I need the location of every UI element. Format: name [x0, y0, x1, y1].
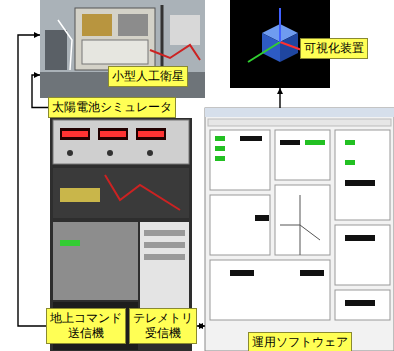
- instrument: [170, 15, 200, 45]
- instrument: [53, 222, 138, 300]
- device-label: 地上コマンド 送信機: [46, 308, 126, 344]
- board: [82, 40, 148, 64]
- software-screenshot: [205, 108, 394, 351]
- knob: [67, 150, 73, 156]
- led-display: [136, 128, 166, 140]
- panel: [335, 130, 390, 220]
- module: [60, 188, 100, 202]
- photo-backdrop: [40, 0, 205, 98]
- led-display: [98, 128, 128, 140]
- diagram-line: [280, 225, 320, 240]
- satellite-photo: [40, 0, 205, 98]
- panel: [210, 260, 330, 320]
- panel-slot: [144, 254, 185, 260]
- wire: [150, 45, 200, 60]
- title-bar: [205, 108, 394, 117]
- panel: [210, 130, 270, 190]
- panel: [335, 225, 390, 285]
- panel: [335, 290, 390, 320]
- knob: [147, 150, 153, 156]
- panel: [275, 185, 330, 255]
- photo-caption: 可視化装置: [300, 38, 368, 59]
- readout: [280, 140, 300, 145]
- device-name: テレメトリ 受信機: [133, 311, 193, 341]
- panel-slot: [144, 230, 185, 236]
- board: [118, 14, 148, 36]
- gold-panel: [82, 14, 112, 36]
- led-digits: [100, 131, 126, 137]
- instrument: [45, 30, 67, 70]
- satellite-photo: 小型人工衛星: [40, 0, 205, 98]
- panel: [210, 195, 270, 255]
- led-digits: [62, 131, 88, 137]
- satellite-body: [75, 8, 155, 70]
- cable: [105, 175, 180, 210]
- indicator: [345, 140, 355, 145]
- photo-caption: 小型人工衛星: [108, 66, 188, 87]
- connector-arrow: [32, 75, 48, 108]
- readout: [255, 215, 269, 221]
- device-name: 地上コマンド 送信機: [50, 311, 122, 341]
- indicator: [305, 140, 325, 145]
- knob: [107, 150, 113, 156]
- axis-line: [248, 42, 280, 62]
- photo-caption: 運用ソフトウェア: [248, 332, 352, 351]
- panel: [275, 130, 330, 180]
- instrument: [53, 168, 189, 218]
- readout: [345, 300, 375, 306]
- connector-arrow: [18, 35, 46, 326]
- indicator: [60, 240, 80, 246]
- software-screenshot: 運用ソフトウェア: [205, 108, 394, 351]
- readout: [345, 180, 375, 186]
- rack: [50, 118, 192, 351]
- indicator: [215, 146, 225, 151]
- tab-strip: [208, 119, 391, 126]
- connector-arrow: [197, 325, 205, 326]
- led-digits: [138, 131, 164, 137]
- wire: [58, 20, 72, 70]
- panel-slot: [144, 242, 185, 248]
- stand-pole: [161, 5, 164, 70]
- connectors: [18, 35, 280, 326]
- readout: [240, 136, 262, 141]
- connector-arrow: [279, 88, 280, 108]
- readout: [345, 235, 375, 241]
- device-label: テレメトリ 受信機: [129, 308, 197, 344]
- readout: [300, 270, 324, 276]
- led-display: [60, 128, 90, 140]
- visualizer-screen: 可視化装置: [230, 0, 330, 88]
- axis-line: [279, 8, 281, 42]
- equipment-rack-photo: [50, 118, 192, 351]
- window: [205, 108, 394, 351]
- power-supply: [53, 120, 189, 164]
- device-label: 太陽電池シミュレータ: [48, 97, 176, 118]
- indicator: [215, 156, 225, 161]
- indicator: [345, 160, 355, 165]
- indicator: [215, 136, 225, 141]
- device-name: 太陽電池シミュレータ: [52, 100, 172, 115]
- readout: [230, 270, 254, 276]
